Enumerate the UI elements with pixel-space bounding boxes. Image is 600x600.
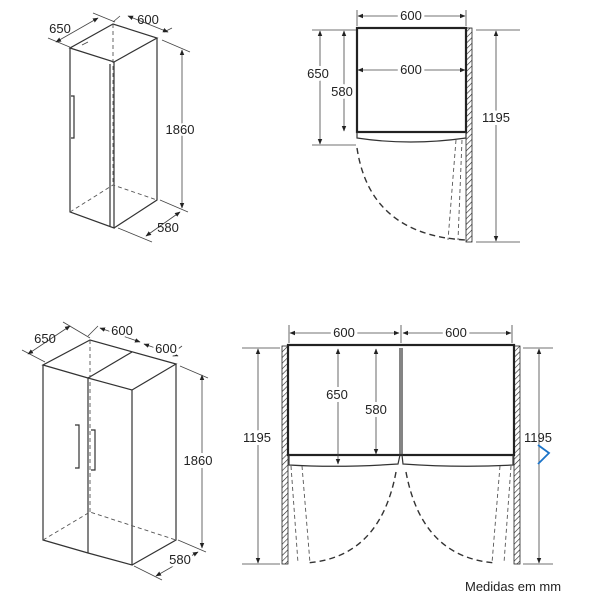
single-fridge-plan: 600 600 650 580 1195 <box>304 5 520 243</box>
double-plan-depth-label: 650 <box>326 387 348 402</box>
single-plan-inner-width-label: 600 <box>400 62 422 77</box>
double-iso-height-label: 1860 <box>184 453 213 468</box>
single-plan-body-depth-label: 580 <box>331 84 353 99</box>
double-plan-right-width-label: 600 <box>445 325 467 340</box>
single-plan-depth-label: 650 <box>307 66 329 81</box>
double-plan-body-depth-label: 580 <box>365 402 387 417</box>
double-fridge-isometric: 650 600 600 1860 580 <box>21 321 215 581</box>
single-plan-clearance-label: 1195 <box>482 110 510 125</box>
left-door-swing-arc <box>305 471 397 564</box>
chevron-right-icon[interactable] <box>537 444 551 465</box>
double-iso-body-depth-label: 580 <box>169 552 191 567</box>
door-handle <box>71 95 75 139</box>
door-swing-arc <box>356 147 467 241</box>
single-iso-depth-label: 650 <box>49 21 71 36</box>
double-plan-left-clearance-label: 1195 <box>243 430 271 445</box>
single-plan-width-label: 600 <box>400 8 422 23</box>
single-fridge-isometric: 650 600 1860 580 <box>47 12 196 243</box>
double-fridge-plan: 600 600 650 580 1195 1195 <box>240 322 553 565</box>
double-iso-right-width-label: 600 <box>155 341 177 356</box>
single-iso-width-label: 600 <box>137 12 159 27</box>
units-note: Medidas em mm <box>465 579 561 594</box>
double-iso-depth-label: 650 <box>34 331 56 346</box>
door-handles <box>75 424 96 471</box>
double-plan-left-width-label: 600 <box>333 325 355 340</box>
double-iso-left-width-label: 600 <box>111 323 133 338</box>
double-plan-right-clearance-label: 1195 <box>524 430 552 445</box>
single-iso-body-depth-label: 580 <box>157 220 179 235</box>
right-door-swing-arc <box>405 471 497 564</box>
single-iso-height-label: 1860 <box>166 122 195 137</box>
